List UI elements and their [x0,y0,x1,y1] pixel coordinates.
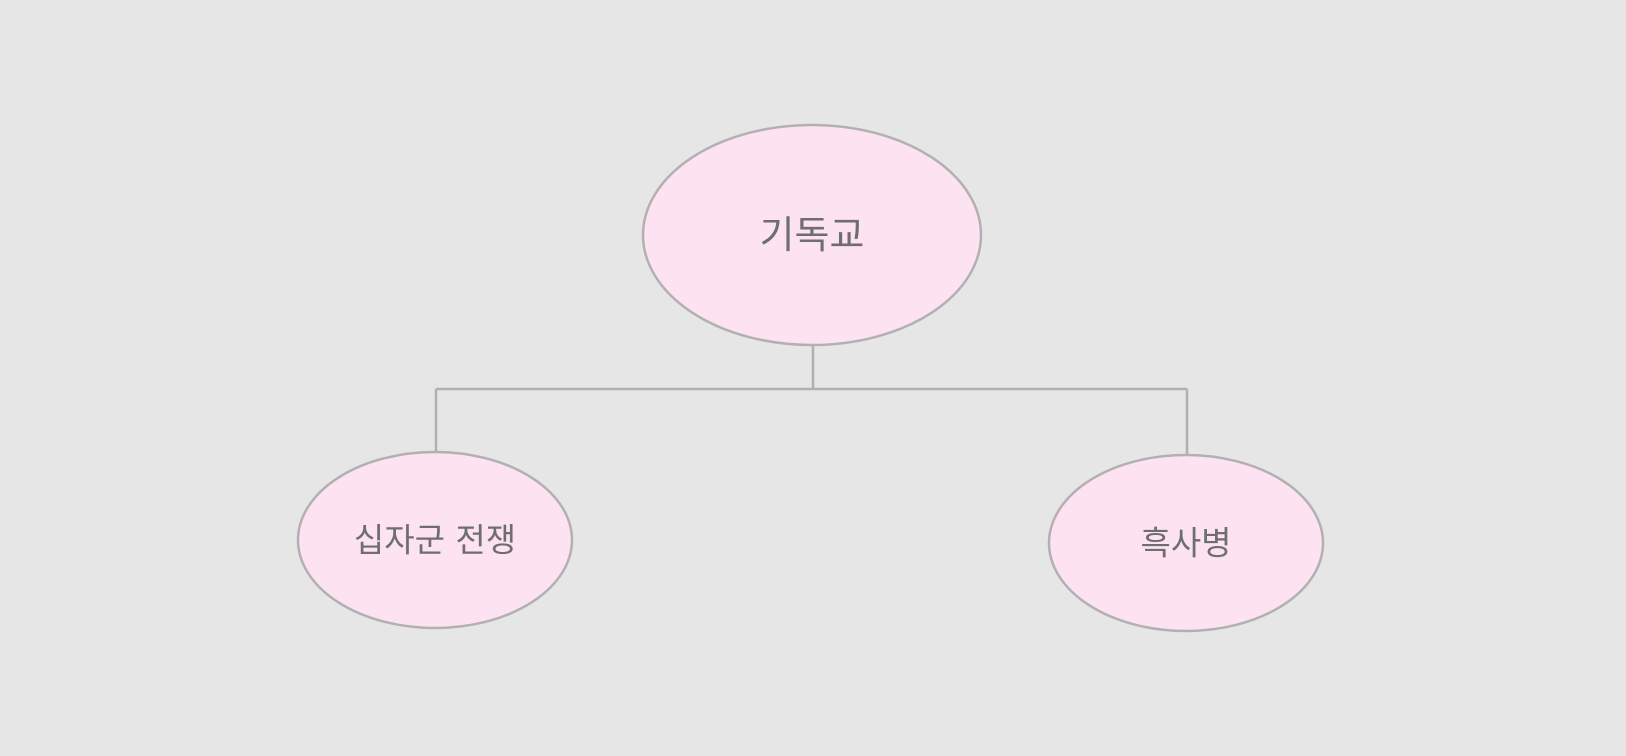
child-node-label: 십자군 전쟁 [354,521,516,560]
child-node-crusades: 십자군 전쟁 [296,450,574,630]
root-node-label: 기독교 [760,213,865,257]
root-node-shape [641,123,983,347]
child-node-shape [1047,453,1325,633]
child-node-shape [296,450,574,630]
root-node: 기독교 [641,123,983,347]
connector-lines [434,345,1189,455]
child-node-label: 흑사병 [1140,524,1231,563]
child-node-black-death: 흑사병 [1047,453,1325,633]
